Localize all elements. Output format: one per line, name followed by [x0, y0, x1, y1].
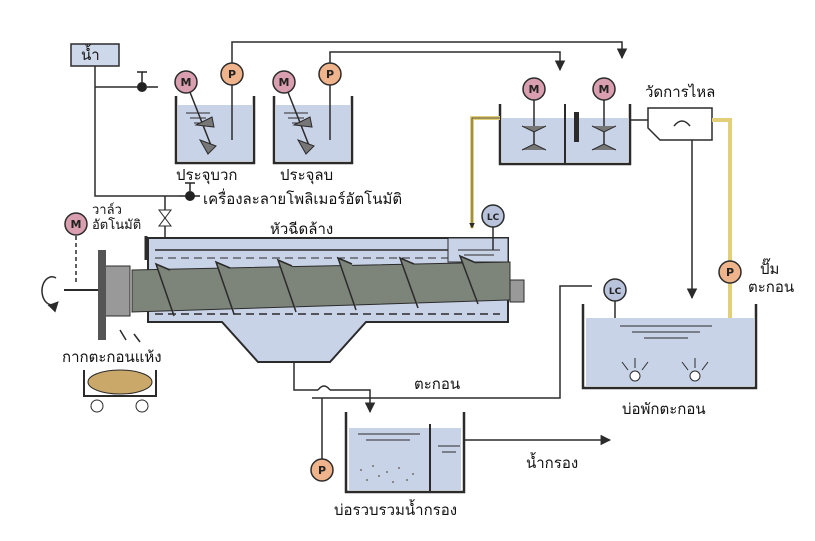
pump-icon: P: [310, 458, 334, 482]
level-control-icon: LC: [603, 278, 627, 302]
filtrate-label: น้ำกรอง: [526, 454, 579, 472]
svg-text:M: M: [71, 218, 82, 231]
auto-valve: [158, 209, 172, 227]
svg-text:P: P: [326, 68, 334, 81]
sludge-pump-label-line1: ปั๊ม: [760, 260, 780, 278]
sludge-pump-pipe: [712, 118, 732, 380]
rotation-arrow: [41, 276, 59, 313]
dry-cake-label: กากตะกอนแห้ง: [62, 348, 162, 366]
polymer-valve: [178, 182, 200, 201]
motor-icon: M: [272, 70, 296, 94]
pump-icon: P: [718, 260, 742, 284]
polymer-feed-pipe: [231, 41, 628, 66]
sludge-pump-label-line2: ตะกอน: [748, 278, 795, 296]
flocculant-tank-label: ประจุลบ: [280, 166, 334, 184]
water-pipe: [94, 66, 178, 197]
screw-press: [98, 236, 525, 363]
svg-text:LC: LC: [487, 213, 500, 223]
pump-icon: P: [220, 62, 244, 86]
svg-text:P: P: [228, 68, 236, 81]
mixing-tank: [498, 98, 632, 166]
motor-icon: M: [64, 212, 88, 236]
svg-text:M: M: [279, 76, 290, 89]
auto-valve-label-line1: วาล์ว: [92, 203, 122, 218]
flow-meter-label: วัดการไหล: [645, 83, 716, 101]
motor-icon: M: [174, 70, 198, 94]
sludge-tank-label: บ่อพักตะกอน: [622, 400, 706, 418]
spray-head-label: หัวฉีดล้าง: [270, 220, 334, 238]
svg-text:M: M: [529, 83, 540, 96]
motor-icon: M: [592, 77, 616, 101]
sludge-holding-tank: [581, 304, 758, 390]
water-valve: [137, 71, 158, 92]
polymer-dissolver-label: เครื่องละลายโพลิเมอร์อัตโนมัติ: [203, 190, 403, 208]
svg-text:LC: LC: [609, 287, 622, 297]
auto-valve-label-line2: อัตโนมัติ: [92, 218, 142, 233]
flow-meter-box: [647, 107, 713, 141]
filtrate-tank-label: บ่อรวบรวมน้ำกรอง: [334, 501, 458, 519]
svg-text:P: P: [318, 464, 326, 477]
coagulant-tank: [174, 81, 256, 165]
level-control-icon: LC: [481, 204, 505, 228]
svg-text:P: P: [726, 266, 734, 279]
filtrate-tank: [344, 412, 466, 494]
coagulant-feed-pipe: [329, 51, 566, 72]
svg-text:M: M: [181, 76, 192, 89]
motor-icon: M: [522, 77, 546, 101]
pump-icon: P: [318, 62, 342, 86]
flocculant-tank: [272, 81, 354, 165]
water-label: น้ำ: [81, 46, 100, 64]
dry-cake-cart: [83, 329, 157, 413]
sludge-label: ตะกอน: [414, 375, 461, 393]
coagulant-tank-label: ประจุบวก: [176, 166, 238, 184]
svg-text:M: M: [599, 83, 610, 96]
